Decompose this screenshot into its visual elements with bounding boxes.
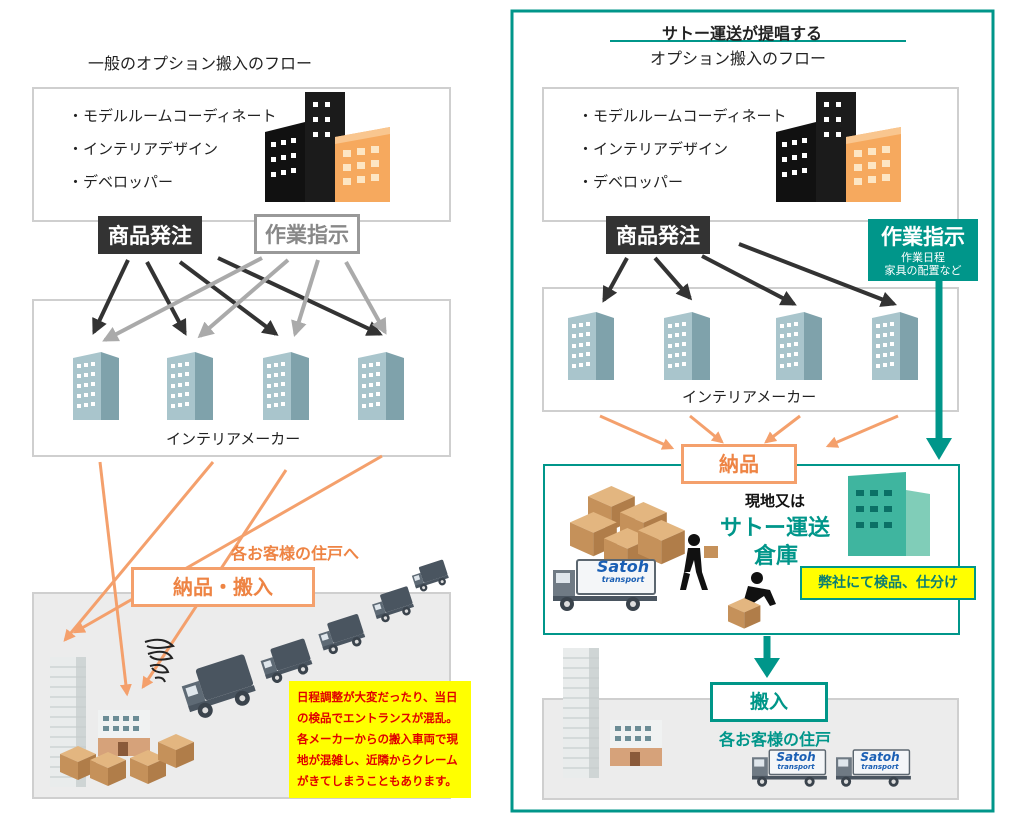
carry-in-arrow-head — [754, 658, 780, 678]
right-destination-label: 各お客様の住戸 — [718, 730, 831, 749]
right-delivery-label: 納品 — [681, 444, 797, 484]
client-item: ・インテリアデザイン — [578, 140, 729, 158]
right-instruction-sub2: 家具の配置など — [884, 264, 962, 277]
instruction-arrow-head — [926, 438, 952, 460]
right-title-line2: オプション搬入のフロー — [650, 49, 827, 68]
apartment-tower-icon — [562, 647, 600, 779]
apartment-building-icon — [98, 710, 150, 756]
satoh-logo: Satoh transport — [855, 751, 905, 771]
client-item: ・インテリアデザイン — [68, 140, 219, 158]
left-title: 一般のオプション搬入のフロー — [88, 54, 313, 73]
instruction-arrows — [102, 256, 387, 342]
client-item: ・デベロッパー — [578, 173, 684, 191]
right-title-line1: サトー運送が提唱する — [662, 24, 823, 43]
right-maker-label: インテリアメーカー — [682, 388, 817, 406]
satoh-logo-text: Satoh — [596, 557, 650, 576]
place-line1: 現地又は — [744, 492, 805, 510]
satoh-logo-sub: transport — [601, 575, 645, 584]
client-item: ・モデルルームコーディネート — [578, 107, 787, 125]
satoh-logo-sub: transport — [861, 763, 899, 771]
place-line3: 倉庫 — [753, 544, 798, 569]
right-client-list: ・モデルルームコーディネート ・インテリアデザイン ・デベロッパー — [578, 100, 787, 199]
left-order-label: 商品発注 — [98, 216, 202, 254]
delivery-arrows — [599, 414, 899, 450]
right-instruction-sub1: 作業日程 — [901, 251, 945, 264]
maker-building-icon — [776, 312, 822, 380]
delivery-truck-icon — [410, 559, 451, 594]
left-warning-note: 日程調整が大変だったり、当日の検品でエントランスが混乱。各メーカーからの搬入車両… — [289, 681, 471, 798]
client-item: ・デベロッパー — [68, 173, 174, 191]
left-destination-label: 各お客様の住戸へ — [231, 544, 360, 563]
satoh-logo-text: Satoh — [776, 750, 816, 764]
left-delivery-label: 納品・搬入 — [131, 567, 315, 607]
worker-carrying-icon — [680, 534, 718, 590]
warehouse-building-icon — [848, 472, 930, 556]
maker-building-icon — [263, 352, 309, 420]
left-client-list: ・モデルルームコーディネート ・インテリアデザイン ・デベロッパー — [68, 100, 277, 199]
maker-building-icon — [872, 312, 918, 380]
order-arrows — [602, 242, 897, 307]
carry-in-label: 搬入 — [710, 682, 828, 722]
right-instruction-title: 作業指示 — [881, 225, 965, 249]
satoh-logo: Satoh transport — [771, 751, 821, 771]
maker-building-icon — [167, 352, 213, 420]
satoh-logo: Satoh transport — [590, 557, 656, 585]
left-instruction-label: 作業指示 — [254, 214, 360, 254]
satoh-logo-sub: transport — [777, 763, 815, 771]
inspection-note: 弊社にて検品、仕分け — [800, 566, 976, 600]
maker-building-icon — [664, 312, 710, 380]
left-maker-label: インテリアメーカー — [166, 430, 301, 448]
maker-building-icon — [358, 352, 404, 420]
apartment-building-icon — [610, 720, 662, 766]
right-instruction-label: 作業指示 作業日程 家具の配置など — [868, 219, 978, 281]
maker-building-icon — [73, 352, 119, 420]
maker-building-icon — [568, 312, 614, 380]
confusion-swirl-icon — [144, 638, 175, 683]
client-item: ・モデルルームコーディネート — [68, 107, 277, 125]
satoh-logo-text: Satoh — [860, 750, 900, 764]
order-arrows — [92, 256, 383, 336]
right-panel-frame — [510, 9, 995, 813]
place-line2: サトー運送 — [719, 516, 830, 541]
worker-inspecting-icon — [744, 572, 776, 606]
right-order-label: 商品発注 — [606, 216, 710, 254]
